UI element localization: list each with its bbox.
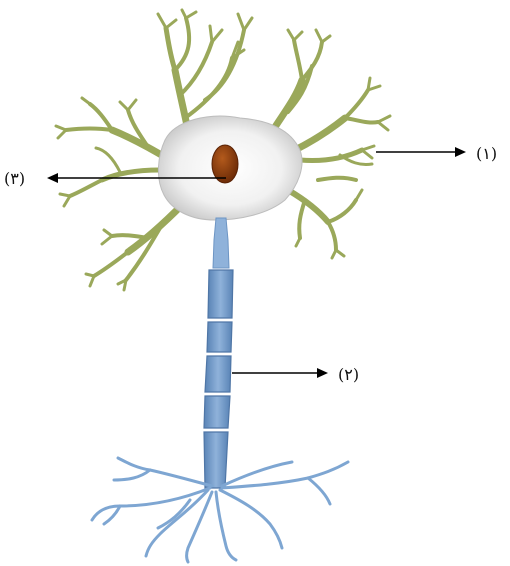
label-2: (٢) <box>338 367 359 383</box>
arrow-3-head <box>47 173 58 183</box>
label-1: (١) <box>476 146 497 162</box>
label-3: (٣) <box>4 171 25 187</box>
arrow-1-head <box>455 147 466 157</box>
axon <box>204 270 233 488</box>
axon-hillock <box>213 218 229 268</box>
arrow-2-head <box>317 368 328 378</box>
